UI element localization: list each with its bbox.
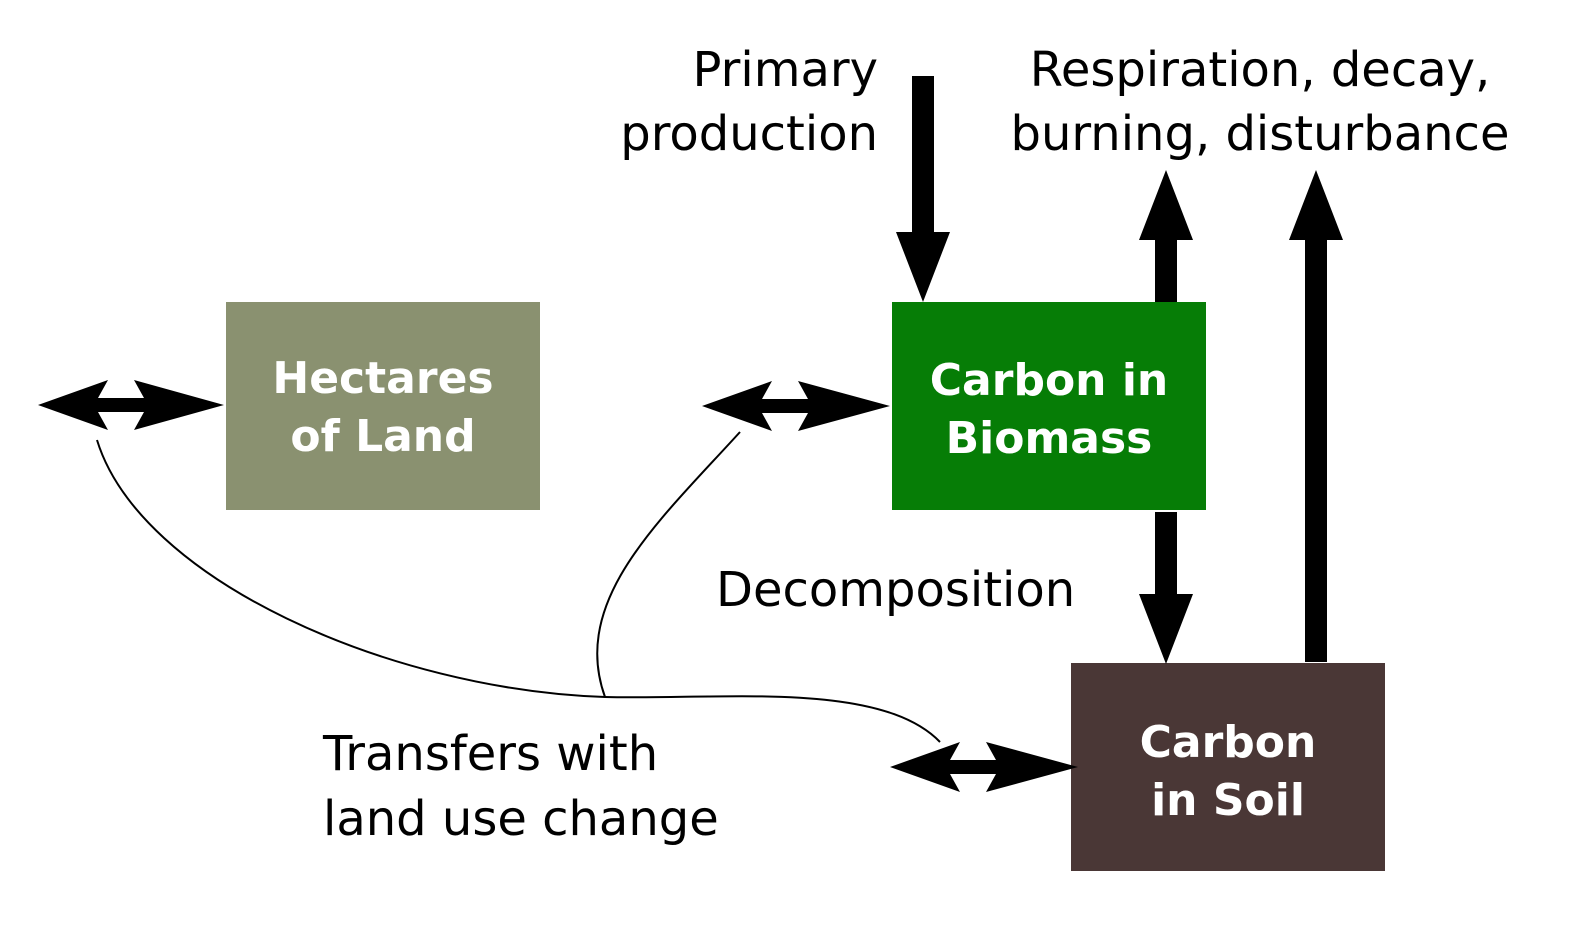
hectares-box-label-line2: of Land bbox=[290, 411, 475, 462]
carbon-in-soil-box: Carbon in Soil bbox=[1071, 663, 1385, 871]
hectares-box-label-line1: Hectares bbox=[272, 353, 493, 404]
hectares-of-land-box: Hectares of Land bbox=[226, 302, 540, 510]
transfer-connector-curve-biomass bbox=[596, 431, 741, 698]
carbon-in-biomass-box: Carbon in Biomass bbox=[892, 302, 1206, 510]
biomass-box-label-line1: Carbon in bbox=[930, 355, 1168, 406]
biomass-box-fill bbox=[892, 302, 1206, 510]
hectares-box-fill bbox=[226, 302, 540, 510]
respiration-label-line2: burning, disturbance bbox=[1011, 106, 1510, 162]
soil-box-label-line1: Carbon bbox=[1140, 717, 1317, 768]
transfer-connector-curve-hectares bbox=[96, 439, 941, 743]
transfers-label-line2: land use change bbox=[323, 791, 719, 847]
biomass-box-label-line2: Biomass bbox=[946, 413, 1153, 464]
respiration-label-line1: Respiration, decay, bbox=[1030, 42, 1491, 98]
biomass-respiration-arrow bbox=[1139, 170, 1193, 302]
transfers-label-line1: Transfers with bbox=[322, 726, 658, 782]
primary-production-arrow bbox=[896, 76, 950, 302]
hectares-transfer-double-arrow bbox=[38, 380, 224, 430]
soil-respiration-arrow bbox=[1289, 170, 1343, 662]
biomass-transfer-double-arrow bbox=[702, 381, 890, 431]
soil-transfer-double-arrow bbox=[890, 742, 1078, 792]
decomposition-label: Decomposition bbox=[716, 562, 1075, 618]
decomposition-arrow bbox=[1139, 512, 1193, 664]
primary-production-label-line1: Primary bbox=[693, 42, 878, 98]
primary-production-label-line2: production bbox=[620, 106, 878, 162]
soil-box-fill bbox=[1071, 663, 1385, 871]
soil-box-label-line2: in Soil bbox=[1151, 775, 1305, 826]
